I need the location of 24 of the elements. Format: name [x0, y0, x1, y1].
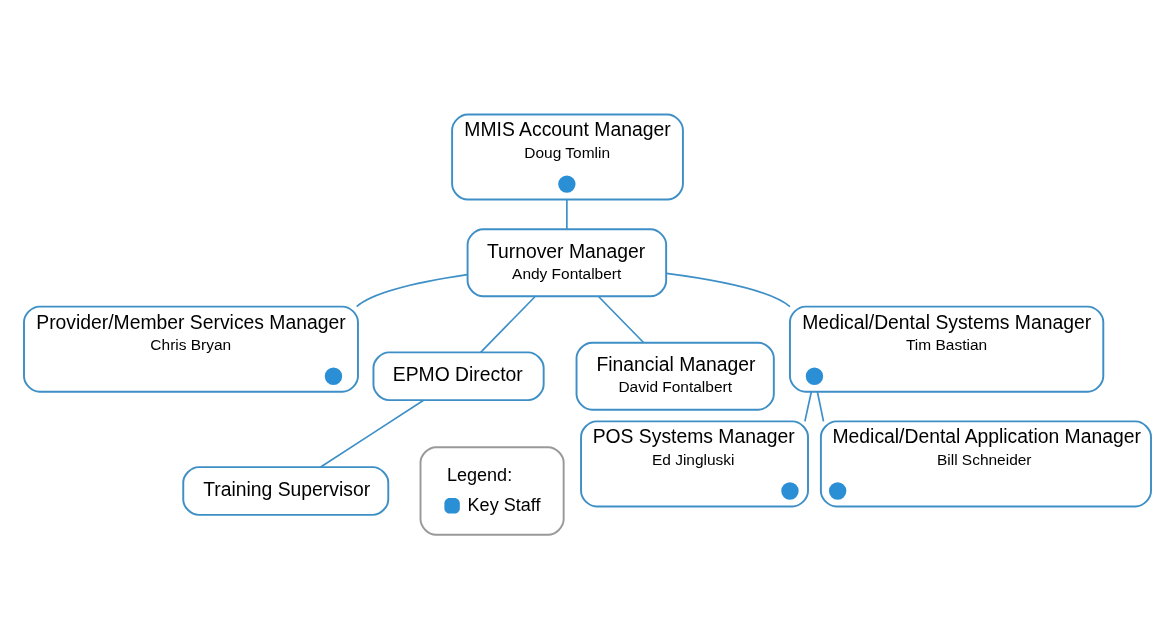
- node-box: Training Supervisor: [182, 466, 390, 516]
- node-circle: [324, 367, 343, 385]
- cluster: POS Systems Manager Ed Jingluski: [580, 420, 809, 508]
- cluster: Medical/Dental Application Manager Bill Schneider: [819, 420, 1152, 508]
- cluster: Provider/Member Services Manager Chris Bryan: [23, 305, 359, 393]
- label: Legend:: [446, 464, 513, 485]
- node-circle: [805, 367, 824, 385]
- node-box: Financial Manager David Fontalbert: [575, 341, 775, 411]
- connector: [665, 272, 791, 308]
- node-circle: [781, 482, 799, 500]
- connector: [566, 198, 568, 230]
- connector: [319, 399, 425, 468]
- legend-label: Key Staff: [467, 494, 541, 515]
- node-box: EPMO Director: [372, 351, 545, 402]
- connector: [479, 295, 536, 354]
- cluster: Medical/Dental Systems Manager Tim Bastian: [789, 305, 1105, 393]
- node-circle: [828, 482, 847, 500]
- cluster: MMIS Account Manager Doug Tomlin: [451, 113, 684, 201]
- connector: [816, 390, 825, 423]
- connector: [355, 273, 469, 308]
- node-circle: [558, 175, 576, 193]
- node-box: Turnover Manager Andy Fontalbert: [466, 228, 668, 298]
- connector: [804, 390, 813, 423]
- connector: [597, 295, 645, 344]
